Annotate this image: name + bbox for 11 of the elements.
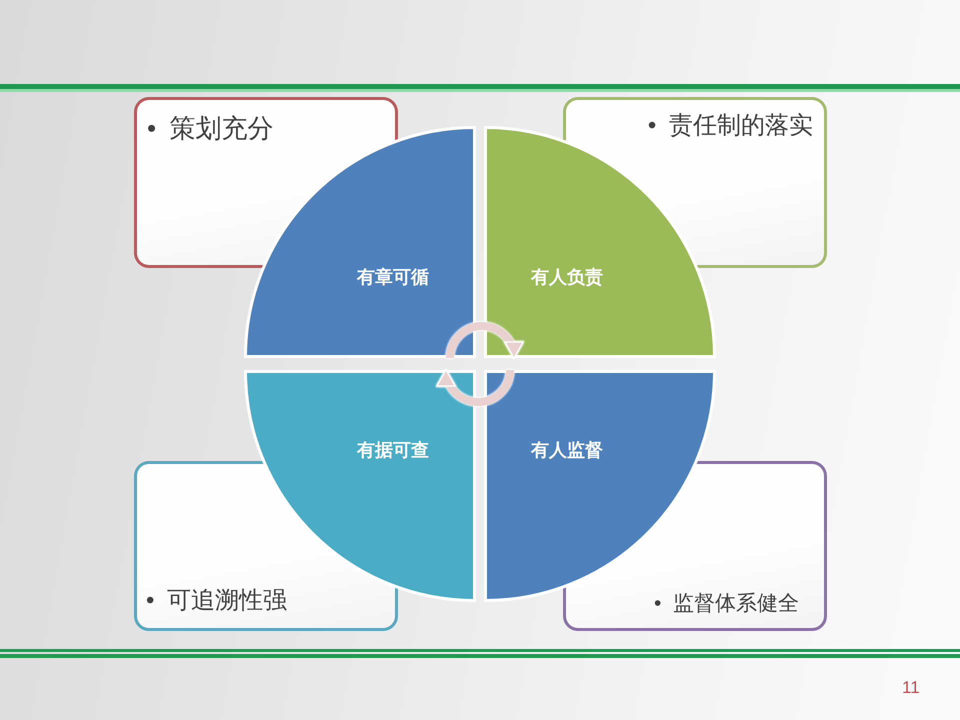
cycle-arrow [446,322,523,359]
cycle-arrow [437,369,514,406]
sector-label: 有章可循 [357,267,429,289]
bullet-text: • 责任制的落实 [648,112,813,141]
page-number: 11 [902,678,920,698]
sector-label: 有人监督 [531,440,603,462]
bullet-text: • 可追溯性强 [146,587,288,616]
bullet-text: • 监督体系健全 [654,591,800,616]
sector-label: 有人负责 [531,267,603,289]
bullet-text: • 策划充分 [147,113,274,144]
sector-label: 有据可查 [357,440,429,462]
